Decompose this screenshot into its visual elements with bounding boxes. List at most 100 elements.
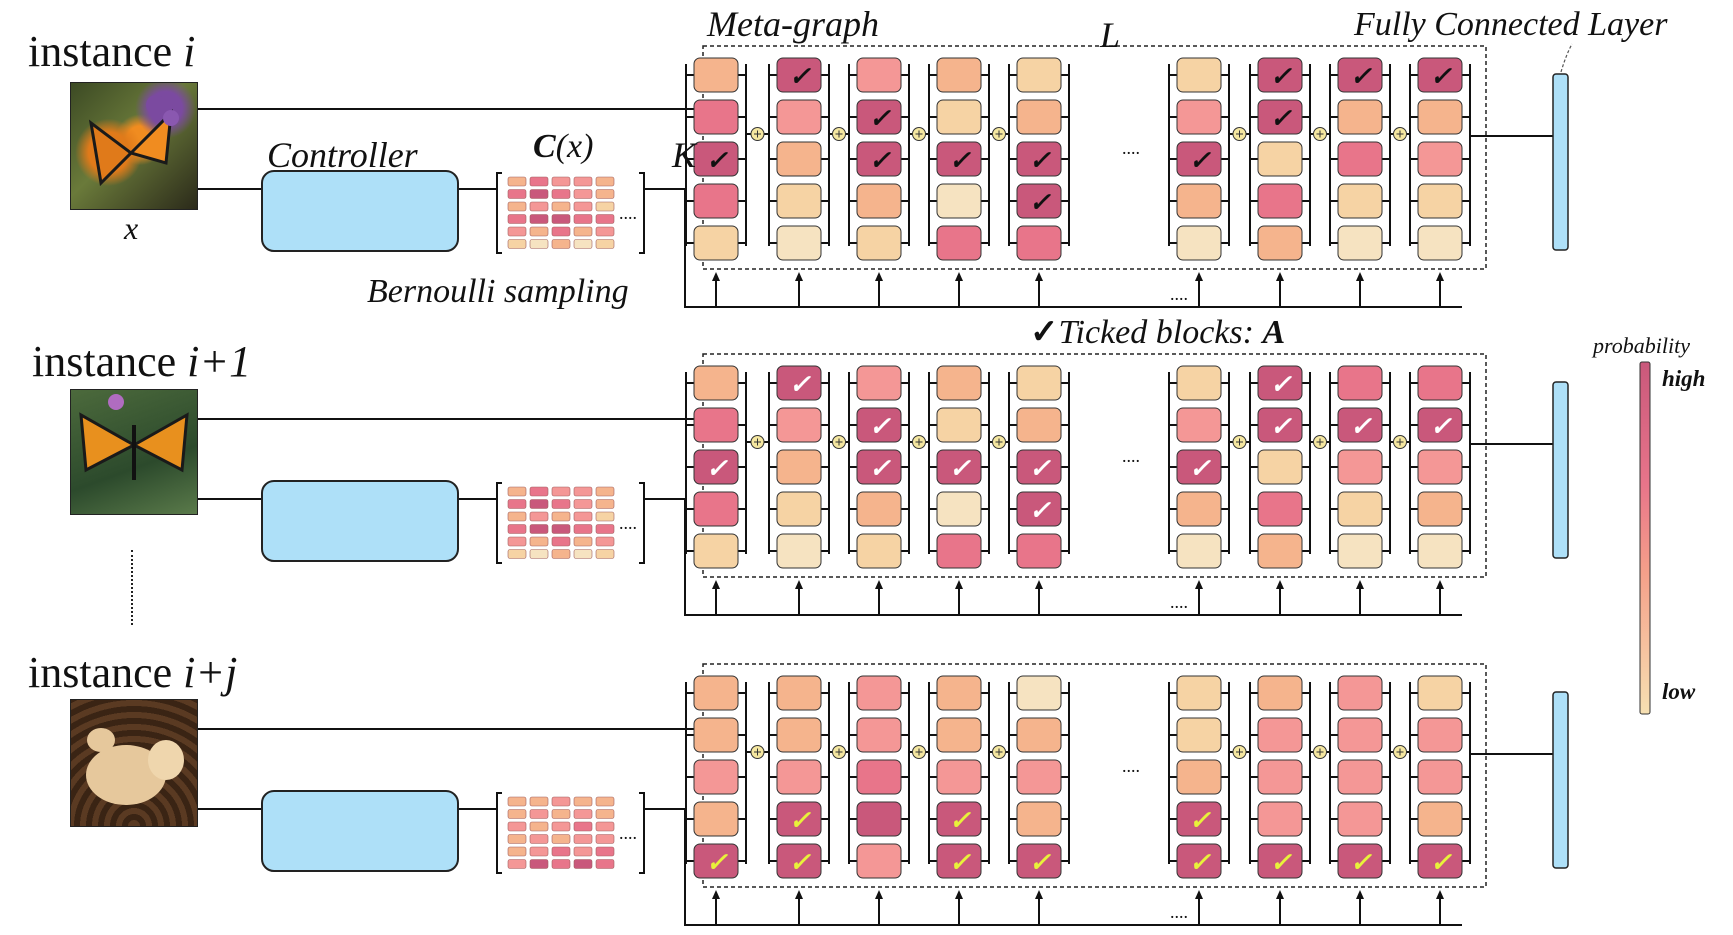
cx-cell xyxy=(551,486,571,497)
column-ellipsis: .... xyxy=(1122,756,1140,776)
block xyxy=(1417,183,1463,219)
arrow-head xyxy=(1195,580,1203,589)
block xyxy=(1417,449,1463,485)
block xyxy=(856,99,902,135)
cx-cell xyxy=(507,549,527,559)
block xyxy=(1417,99,1463,135)
block xyxy=(1337,407,1383,443)
block xyxy=(856,675,902,711)
tick-check-icon: ✓ xyxy=(869,104,891,133)
cx-cell xyxy=(595,201,615,212)
block xyxy=(1016,717,1062,753)
cx-cell xyxy=(573,189,593,199)
arrow-head xyxy=(712,580,720,589)
cx-cell xyxy=(573,226,593,237)
tick-check-icon: ✓ xyxy=(1029,496,1051,525)
instance-index: i+1 xyxy=(187,337,252,386)
block xyxy=(1176,141,1222,177)
cx-cell xyxy=(529,239,549,249)
block xyxy=(693,225,739,261)
block xyxy=(1016,533,1062,569)
block xyxy=(1257,57,1303,93)
cx-cell xyxy=(529,549,549,559)
sampling-wire xyxy=(644,188,1462,308)
block xyxy=(1257,491,1303,527)
instance-row-1: ....✓✓✓✓✓✓✓✓✓✓✓✓........ xyxy=(261,353,1569,612)
block xyxy=(1417,491,1463,527)
block xyxy=(1257,759,1303,795)
instance-index: i xyxy=(183,27,196,76)
block xyxy=(1176,225,1222,261)
block xyxy=(1417,225,1463,261)
fc-label-arrow xyxy=(1560,43,1573,73)
block xyxy=(1337,491,1383,527)
meta-graph-column-4: ✓✓ xyxy=(1008,365,1070,569)
cx-ellipsis: .... xyxy=(619,823,637,843)
block xyxy=(1417,801,1463,837)
meta-graph-column-6: ✓✓ xyxy=(1249,57,1311,261)
cx-cell xyxy=(507,201,527,212)
block xyxy=(1337,675,1383,711)
instance-row-2: ....✓✓✓✓✓✓✓✓✓✓✓........ xyxy=(261,663,1569,922)
block xyxy=(936,717,982,753)
ticked-blocks-label: ✓Ticked blocks: A xyxy=(1030,316,1285,350)
controller-label: Controller xyxy=(267,135,418,175)
block xyxy=(776,407,822,443)
cx-cell xyxy=(595,499,615,509)
cx-cell xyxy=(595,524,615,534)
meta-graph-column-2: ✓✓ xyxy=(848,365,910,569)
arrow-head xyxy=(1356,890,1364,899)
block xyxy=(1016,843,1062,879)
arrow-head xyxy=(955,272,963,281)
cx-cell xyxy=(529,536,549,547)
butterfly-photo-2 xyxy=(70,389,198,515)
block xyxy=(1016,57,1062,93)
cx-cell xyxy=(573,859,593,869)
tick-check-icon: ✓ xyxy=(706,454,728,483)
block xyxy=(1417,675,1463,711)
block xyxy=(776,675,822,711)
arrow-head xyxy=(1356,272,1364,281)
tick-check-icon: ✓ xyxy=(1350,62,1372,91)
block xyxy=(1417,843,1463,879)
meta-graph-column-8: ✓ xyxy=(1409,675,1471,879)
cx-cell xyxy=(573,796,593,807)
cx-cell xyxy=(595,536,615,547)
block xyxy=(1176,57,1222,93)
tick-check-icon: ✓ xyxy=(706,848,728,877)
butterfly-photo-1 xyxy=(70,82,198,210)
tick-check-icon: ✓ xyxy=(1189,848,1211,877)
cx-cell xyxy=(573,536,593,547)
cx-label: C(x) xyxy=(533,130,593,164)
block xyxy=(776,183,822,219)
block xyxy=(1257,533,1303,569)
block xyxy=(1417,365,1463,401)
block xyxy=(1417,759,1463,795)
cx-rest: (x) xyxy=(555,128,594,165)
meta-graph-column-8: ✓ xyxy=(1409,365,1471,569)
meta-graph-label: Meta-graph xyxy=(707,4,879,44)
block xyxy=(693,183,739,219)
arrow-head xyxy=(1035,890,1043,899)
block xyxy=(856,717,902,753)
cx-cell xyxy=(529,486,549,497)
instance-label-1: instance i+1 xyxy=(32,340,251,384)
cx-cell xyxy=(595,796,615,807)
tick-check-icon: ✓ xyxy=(1270,104,1292,133)
block xyxy=(1016,759,1062,795)
meta-graph-column-6: ✓ xyxy=(1249,675,1311,879)
cx-cell xyxy=(595,834,615,844)
block xyxy=(1176,801,1222,837)
tick-check-icon: ✓ xyxy=(789,62,811,91)
block xyxy=(693,99,739,135)
block xyxy=(1016,491,1062,527)
cx-cell xyxy=(573,499,593,509)
arrow-head xyxy=(1035,580,1043,589)
tick-check-icon: ✓ xyxy=(949,806,971,835)
tick-check-icon: ✓ xyxy=(869,454,891,483)
block xyxy=(1257,365,1303,401)
cx-bracket-right xyxy=(639,172,645,254)
sampling-wire xyxy=(644,808,1462,926)
tick-check-icon: ✓ xyxy=(949,146,971,175)
